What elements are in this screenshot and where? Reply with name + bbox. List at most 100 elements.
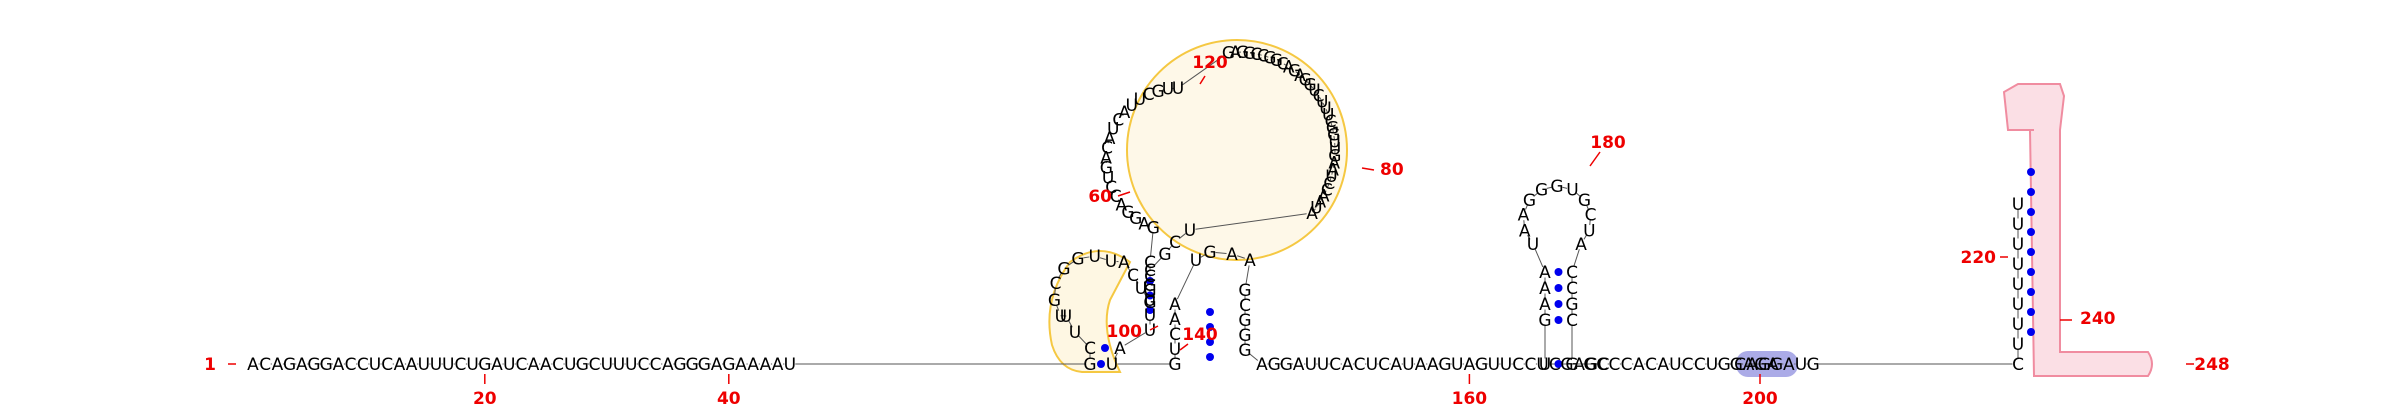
nucleotide: U xyxy=(1172,79,1184,99)
nucleotide: U xyxy=(1669,355,1681,375)
start-label: 1 xyxy=(204,355,216,375)
nucleotide: C xyxy=(552,355,564,375)
nucleotide: C xyxy=(1512,355,1524,375)
nucleotide: U xyxy=(2012,295,2024,315)
nucleotide: A xyxy=(296,355,308,375)
nucleotide: A xyxy=(394,355,406,375)
base-pair-dot xyxy=(2027,248,2035,256)
nucleotide: U xyxy=(369,355,381,375)
base-pair-dot xyxy=(2027,288,2035,296)
nucleotide: U xyxy=(1539,355,1551,375)
nucleotide: G xyxy=(1280,355,1293,375)
base-pair-dot xyxy=(1101,344,1109,352)
nucleotide: U xyxy=(2012,215,2024,235)
tick-mark xyxy=(1362,168,1374,170)
position-label-240: 240 xyxy=(2080,309,2116,329)
nucleotide: U xyxy=(503,355,515,375)
nucleotide: G xyxy=(576,355,589,375)
position-label-100: 100 xyxy=(1107,322,1143,342)
nucleotide: U xyxy=(1105,252,1117,272)
nucleotide: C xyxy=(650,355,662,375)
nucleotide: G xyxy=(1770,355,1783,375)
position-label-160: 160 xyxy=(1452,389,1488,408)
tick-mark xyxy=(1590,152,1600,166)
position-label-40: 40 xyxy=(717,389,741,408)
nucleotide: C xyxy=(357,355,369,375)
nucleotide: C xyxy=(589,355,601,375)
base-pair-dot xyxy=(1555,284,1563,292)
nucleotide: U xyxy=(1451,355,1463,375)
nucleotide: U xyxy=(564,355,576,375)
nucleotide: C xyxy=(1566,311,1578,331)
nucleotide: A xyxy=(1293,355,1305,375)
nucleotide: G xyxy=(1238,341,1251,361)
nucleotide: U xyxy=(1317,355,1329,375)
nucleotide: C xyxy=(345,355,357,375)
nucleotide: A xyxy=(1783,355,1795,375)
nucleotide: U xyxy=(1190,251,1202,271)
base-pair-dot xyxy=(1555,316,1563,324)
nucleotide: C xyxy=(1329,355,1341,375)
base-pair-dot xyxy=(1206,308,1214,316)
nucleotide: G xyxy=(1203,243,1216,263)
nucleotide: C xyxy=(1645,355,1657,375)
nucleotide: C xyxy=(1596,355,1608,375)
nucleotide: A xyxy=(1657,355,1669,375)
end-label: 248 xyxy=(2194,355,2230,375)
nucleotide: A xyxy=(528,355,540,375)
yellow-loop-center xyxy=(1127,40,1347,260)
nucleotide: A xyxy=(406,355,418,375)
nucleotide: U xyxy=(1184,221,1196,241)
nucleotide: A xyxy=(1746,355,1758,375)
nucleotide: U xyxy=(613,355,625,375)
nucleotide: G xyxy=(722,355,735,375)
nucleotide: C xyxy=(381,355,393,375)
nucleotide: G xyxy=(1057,259,1070,279)
nucleotide: A xyxy=(1306,204,1318,224)
nucleotide: A xyxy=(1226,245,1238,265)
base-pair-dot xyxy=(2027,228,2035,236)
nucleotide: G xyxy=(1583,355,1596,375)
nucleotide: C xyxy=(1682,355,1694,375)
nucleotide: U xyxy=(1488,355,1500,375)
nucleotide: C xyxy=(1608,355,1620,375)
nucleotide: C xyxy=(2012,355,2024,375)
base-pair-dot xyxy=(2027,188,2035,196)
nucleotide: G xyxy=(1807,355,1820,375)
nucleotide: C xyxy=(1084,339,1096,359)
nucleotide: A xyxy=(747,355,759,375)
pink-terminator xyxy=(2004,84,2152,376)
nucleotide: U xyxy=(2012,255,2024,275)
nucleotide: G xyxy=(1535,181,1548,201)
nucleotide: G xyxy=(320,355,333,375)
nucleotide: U xyxy=(466,355,478,375)
nucleotide: U xyxy=(2012,335,2024,355)
nucleotide: A xyxy=(272,355,284,375)
nucleotide: C xyxy=(454,355,466,375)
nucleotide: U xyxy=(1566,181,1578,201)
nucleotide: U xyxy=(1402,355,1414,375)
nucleotide: U xyxy=(430,355,442,375)
nucleotide: U xyxy=(442,355,454,375)
nucleotide: A xyxy=(735,355,747,375)
nucleotide: A xyxy=(1256,355,1268,375)
nucleotide: C xyxy=(1524,355,1536,375)
base-pair-dot xyxy=(2027,328,2035,336)
nucleotide: G xyxy=(1475,355,1488,375)
nucleotide: A xyxy=(662,355,674,375)
nucleotide: A xyxy=(247,355,259,375)
nucleotide: A xyxy=(1342,355,1354,375)
nucleotide: A xyxy=(1464,355,1476,375)
nucleotide: U xyxy=(2012,275,2024,295)
nucleotide: A xyxy=(1575,235,1587,255)
nucleotide: U xyxy=(625,355,637,375)
nucleotide: C xyxy=(1621,355,1633,375)
nucleotide: U xyxy=(1500,355,1512,375)
nucleotide: U xyxy=(1305,355,1317,375)
nucleotide: U xyxy=(1366,355,1378,375)
nucleotide: U xyxy=(1706,355,1718,375)
nucleotide: A xyxy=(711,355,723,375)
position-label-140: 140 xyxy=(1182,325,1218,345)
